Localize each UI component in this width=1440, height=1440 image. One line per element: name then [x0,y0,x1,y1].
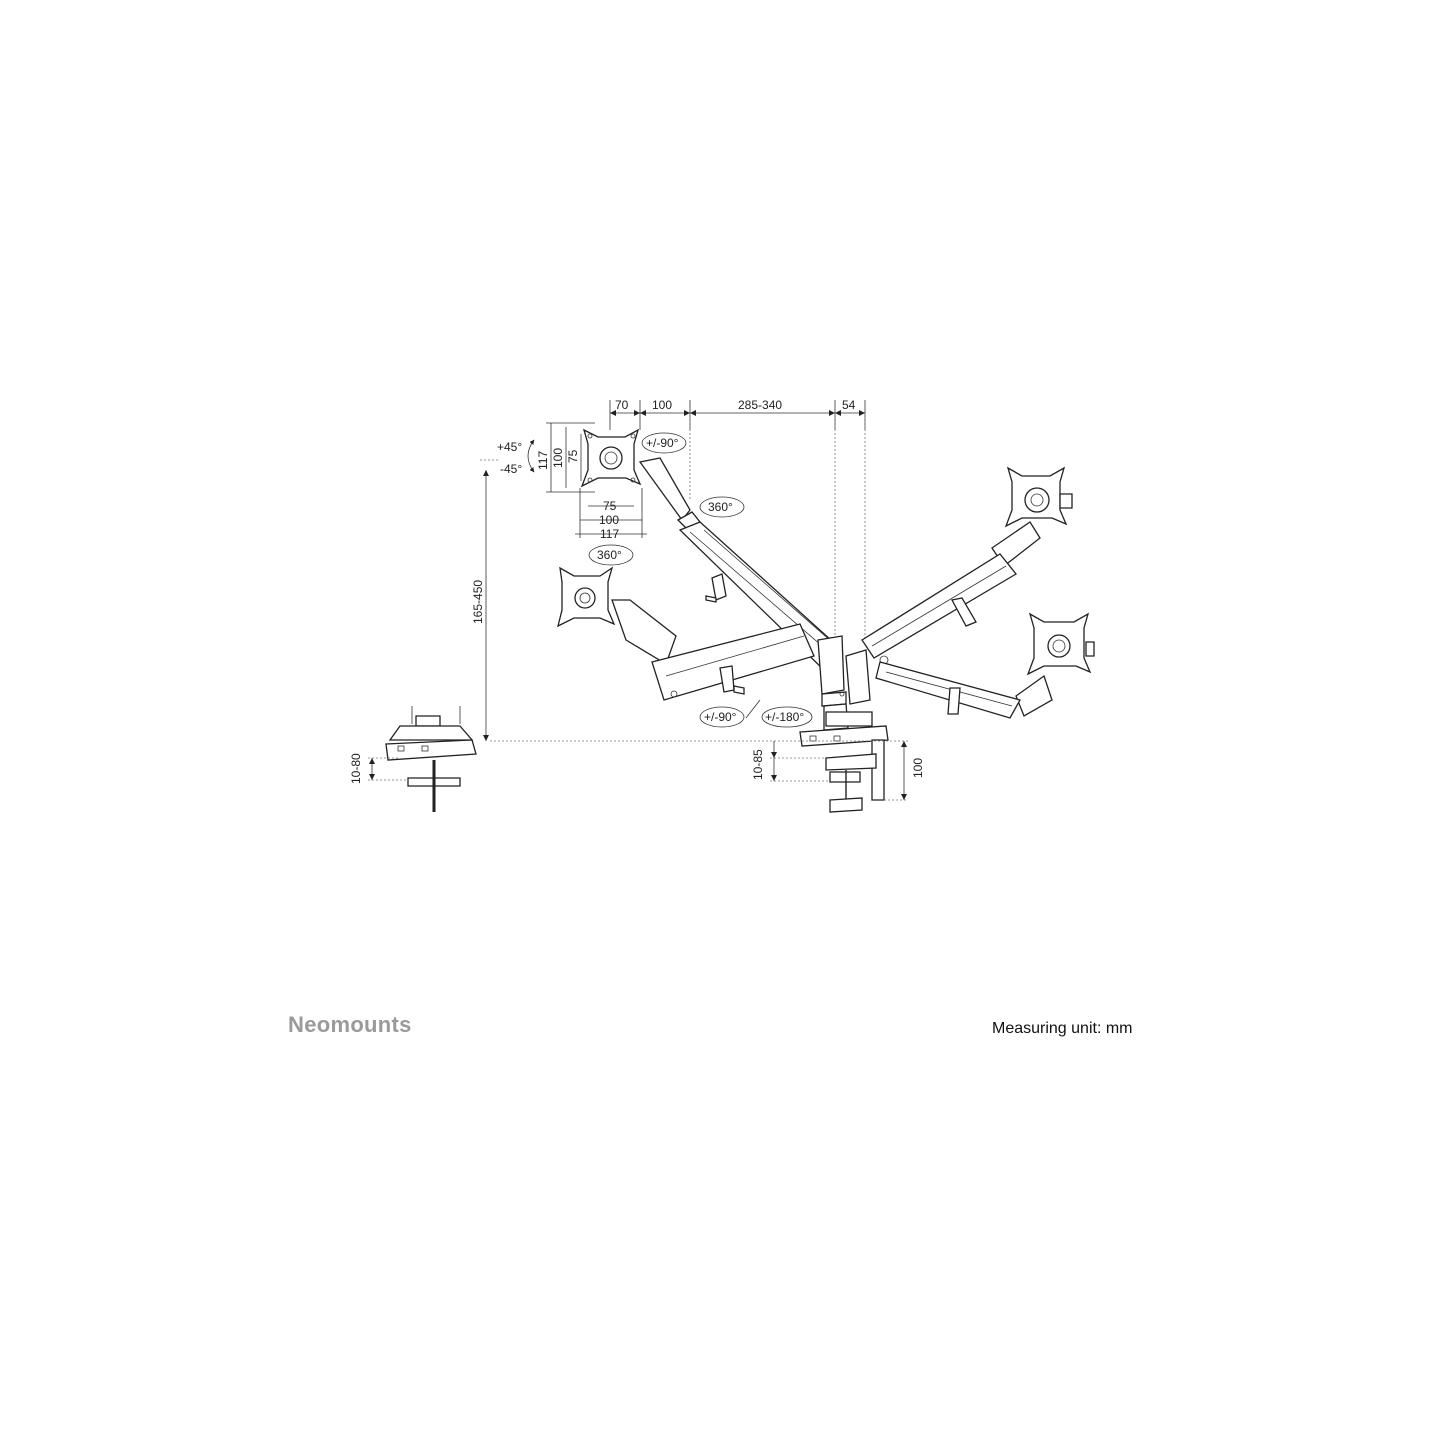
measuring-unit: Measuring unit: mm [992,1020,1133,1037]
dim-100-clamp: 100 [911,758,925,778]
grommet-mount [368,706,477,812]
rot-pm180-label: +/-180° [765,710,804,724]
dim-70: 70 [615,398,629,412]
vesa-h-75: 75 [603,499,617,513]
vesa-plate-top-left [580,428,642,488]
vesa-h-117: 117 [600,527,619,541]
tilt-minus-45: -45° [500,462,522,476]
vesa-v-100: 100 [551,448,565,468]
dim-10-85: 10-85 [751,749,765,780]
dim-10-80: 10-80 [349,753,363,784]
clamp-height-dimension: 100 [901,741,925,800]
vesa-h-100: 100 [599,513,619,527]
vesa-horizontal-dimensions: 75 100 117 [575,488,647,541]
tilt-indicator: +45° -45° [497,439,535,476]
brand-logo: Neomounts [288,1012,412,1037]
right-upper-arm [861,466,1073,665]
rot-pm90-top-label: +/-90° [646,436,679,450]
rotation-pm90-bottom: +/-90° [699,706,745,728]
dim-285-340: 285-340 [738,398,782,412]
desk-thickness-dimension: 10-85 [751,741,777,781]
vesa-v-117: 117 [536,451,550,470]
top-dimension-chain: 70 100 285-340 54 [609,398,866,640]
dim-100-top: 100 [652,398,672,412]
grommet-thickness-dimension: 10-80 [349,753,375,784]
tilt-plus-45: +45° [497,440,522,454]
left-lower-arm [557,566,815,701]
swivel-360-left: 360° [588,544,634,566]
vesa-vertical-dimensions: 117 100 75 [536,422,595,493]
dim-54: 54 [842,398,856,412]
swivel-360-right: 360° [699,496,745,518]
swivel-360-left-label: 360° [597,548,622,562]
rotation-pm180: +/-180° [761,706,813,728]
dim-165-450: 165-450 [471,580,485,624]
swivel-360-right-label: 360° [708,500,733,514]
height-range-dimension: 165-450 [471,459,500,741]
rot-pm90-bottom-label: +/-90° [704,710,737,724]
desk-clamp [490,711,908,813]
right-lower-arm [875,612,1095,719]
rotation-pm90-top: +/-90° [641,432,687,454]
vesa-v-75: 75 [566,449,580,463]
